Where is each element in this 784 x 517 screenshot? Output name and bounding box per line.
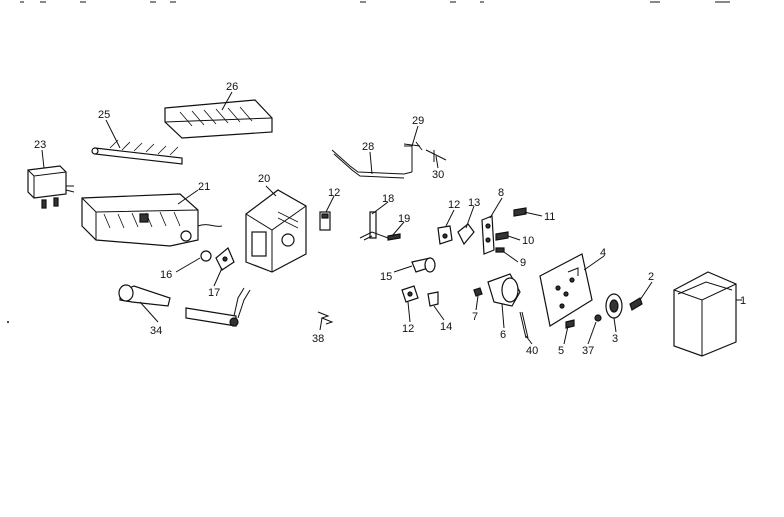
callout-23: 23 [34,139,46,151]
callout-7: 7 [472,311,478,323]
part-6-motor [487,273,521,307]
part-37-screw [594,314,602,322]
part-16-17-gear-and-cam [200,247,235,271]
part-1-front-cover [673,271,737,357]
callout-37: 37 [582,345,594,357]
part-12-upper-switch [319,211,331,231]
part-20-control-housing [245,189,307,273]
callout-16: 16 [160,269,172,281]
part-29-30-fasteners [403,141,447,162]
part-23-cover [27,165,75,209]
part-2-screw [629,297,643,311]
callout-25: 25 [98,109,110,121]
part-18-19-bracket-and-screw [359,211,401,241]
callout-labels: 26 25 23 21 20 12 28 29 30 18 19 12 13 8… [34,81,746,357]
part-38-spring [317,311,334,325]
part-4-mounting-plate [539,253,593,327]
callout-30: 30 [432,169,444,181]
callout-34: 34 [150,325,162,337]
callout-3: 3 [612,333,618,345]
callout-12-lower: 12 [402,323,414,335]
part-13-lever [457,223,475,246]
callout-26: 26 [226,81,238,93]
part-25-ejector [91,139,183,165]
callout-8: 8 [498,187,504,199]
callout-20: 20 [258,173,270,185]
callout-2: 2 [648,271,654,283]
part-7-screw [473,287,483,297]
callout-1: 1 [740,295,746,307]
callout-19: 19 [398,213,410,225]
part-12-lower-switch [401,285,419,303]
callout-21: 21 [198,181,210,193]
part-12-middle-switch [437,225,453,245]
callout-12-upper: 12 [328,187,340,199]
callout-12-middle: 12 [448,199,460,211]
callout-6: 6 [500,329,506,341]
part-26-ice-stripper [164,99,273,139]
callout-17: 17 [208,287,220,299]
part-40-wire [519,311,529,339]
part-34-fill-cup [118,284,171,307]
callout-5: 5 [558,345,564,357]
callout-28: 28 [362,141,374,153]
callout-38: 38 [312,333,324,345]
part-8-switch-bracket [481,215,495,255]
part-15-thermostat [411,257,436,273]
part-5-screw [565,319,575,329]
part-3-gear [605,293,623,319]
callout-11: 11 [544,211,555,223]
part-14-clip [427,291,439,307]
callout-4: 4 [600,247,606,259]
callout-13: 13 [468,197,480,209]
part-21-mold-and-heater [81,193,223,247]
part-wiring-harness [185,287,251,327]
callout-10: 10 [522,235,534,247]
stray-mark [7,321,9,323]
leader-lines [41,91,742,345]
callout-9: 9 [520,257,526,269]
callout-14: 14 [440,321,452,333]
callout-29: 29 [412,115,424,127]
callout-40: 40 [526,345,538,357]
callout-15: 15 [380,271,392,283]
callout-18: 18 [382,193,394,205]
